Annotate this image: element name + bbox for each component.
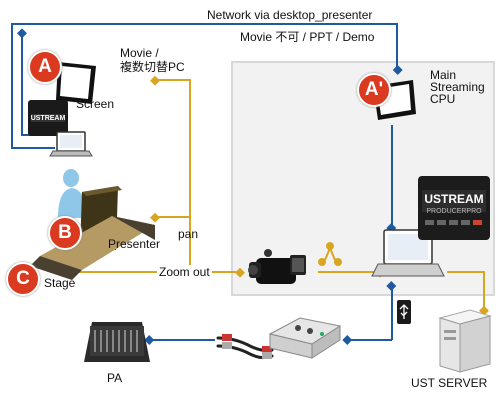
pan-label: pan xyxy=(178,227,199,241)
zoom-out-label: Zoom out xyxy=(157,265,212,279)
main-streaming-label-2: Streaming xyxy=(430,80,485,94)
stage-label: Stage xyxy=(44,276,76,290)
presenter-label: Presenter xyxy=(108,237,161,251)
producer-pro-text-1: USTREAM xyxy=(424,192,483,206)
badge-a-prime: A' xyxy=(357,73,391,107)
audio-mixer xyxy=(84,322,150,362)
presenter-laptop xyxy=(49,131,93,157)
presenter-figure xyxy=(58,169,88,218)
screen-a xyxy=(56,62,96,104)
stage-platform xyxy=(30,216,155,280)
screen-label: Screen xyxy=(76,97,115,111)
badge-c: C xyxy=(6,262,40,296)
movie-pc-label-2: 複数切替PC xyxy=(120,60,185,74)
ustream-logo-box xyxy=(28,100,68,136)
movie-pc-label-1: Movie / xyxy=(120,46,159,60)
pa-label: PA xyxy=(107,371,123,385)
firewire-icon xyxy=(318,242,342,266)
main-streaming-label-1: Main xyxy=(430,68,457,82)
badge-a: A xyxy=(28,50,62,84)
network-label: Network via desktop_presenter xyxy=(205,8,375,22)
badge-b: B xyxy=(48,216,82,250)
rca-cables xyxy=(216,334,274,360)
producer-pro-box xyxy=(418,176,490,240)
movie-ppt-demo-label: Movie 不可 / PPT / Demo xyxy=(238,30,377,44)
ust-server-label: UST SERVER xyxy=(411,376,488,390)
producer-pro-text-2: PRODUCERPRO xyxy=(426,208,482,215)
usb-icon xyxy=(397,300,411,324)
audio-interface xyxy=(268,317,342,359)
ustream-logo-text: USTREAM xyxy=(31,115,66,122)
ust-server xyxy=(438,309,492,373)
video-camera xyxy=(248,249,306,284)
main-streaming-label-3: CPU xyxy=(430,92,456,106)
